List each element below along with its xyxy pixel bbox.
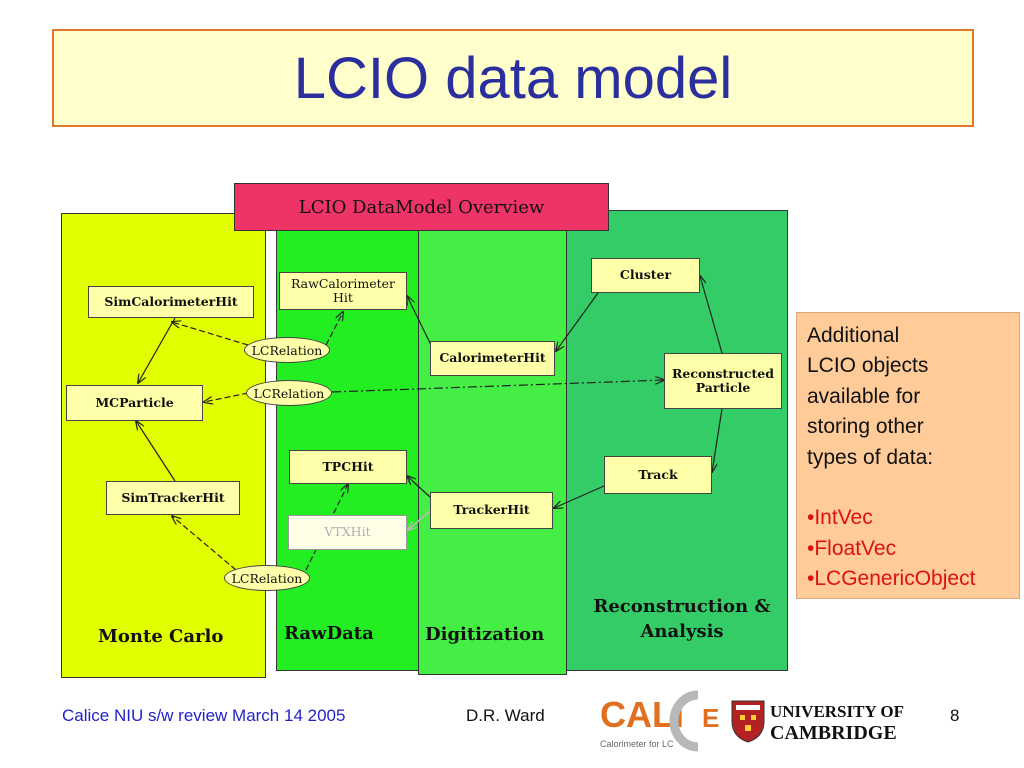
- label-reconstruction-line2: Analysis: [640, 621, 724, 643]
- node-vtx-hit: VTXHit: [288, 515, 407, 550]
- info-line: storing other: [807, 415, 924, 439]
- calice-logo: CALI E Calorimeter for LC: [600, 690, 719, 752]
- arrow-trackerhit-to-vtxhit: [408, 510, 431, 530]
- digitization-column: [418, 226, 567, 675]
- relation-line-simcalo: [172, 322, 249, 346]
- footer-author: D.R. Ward: [466, 706, 545, 725]
- node-track: Track: [604, 456, 712, 494]
- svg-text:CAMBRIDGE: CAMBRIDGE: [770, 722, 897, 743]
- node-reconstructed-particle: Reconstructed Particle: [664, 353, 782, 409]
- info-item-intvec: •IntVec: [807, 506, 873, 530]
- relation-line-simtracker: [172, 516, 237, 571]
- reconstructed-particle-line1: Reconstructed: [672, 365, 774, 381]
- relation-line-mcparticle: [204, 392, 249, 402]
- arrow-simcalo-to-mcparticle: [138, 317, 176, 383]
- reconstructed-particle-line2: Particle: [695, 380, 751, 395]
- raw-calorimeter-hit-line2: Hit: [333, 290, 353, 305]
- relation-line-rawcalo: [325, 312, 343, 346]
- node-tracker-hit: TrackerHit: [430, 492, 553, 529]
- svg-text:E: E: [702, 703, 719, 733]
- node-calorimeter-hit: CalorimeterHit: [430, 341, 555, 376]
- svg-text:UNIVERSITY OF: UNIVERSITY OF: [770, 702, 904, 721]
- arrow-simtracker-to-mcparticle: [136, 421, 176, 482]
- info-item-lcgenericobject: •LCGenericObject: [807, 567, 976, 591]
- label-reconstruction: Reconstruction & Analysis: [579, 594, 785, 644]
- node-mc-particle: MCParticle: [66, 385, 203, 421]
- page-number: 8: [950, 706, 960, 725]
- relation-line-recoparticle: [331, 380, 664, 393]
- arrow-trackerhit-to-tpchit: [407, 476, 431, 498]
- info-line: types of data:: [807, 445, 934, 469]
- info-line: LCIO objects: [807, 354, 929, 378]
- info-line: available for: [807, 384, 921, 408]
- arrow-track-to-trackerhit: [554, 485, 605, 508]
- slide-title-box: LCIO data model: [52, 29, 974, 127]
- node-sim-tracker-hit: SimTrackerHit: [106, 481, 240, 515]
- node-raw-calorimeter-hit: RawCalorimeter Hit: [279, 272, 407, 310]
- arrow-cluster-to-calohit: [556, 292, 599, 351]
- label-reconstruction-line1: Reconstruction &: [593, 596, 771, 617]
- cambridge-logo: UNIVERSITY OF CAMBRIDGE: [731, 700, 904, 743]
- slide-title: LCIO data model: [293, 45, 733, 111]
- arrow-recoparticle-to-cluster: [700, 276, 723, 354]
- label-digitization: Digitization: [425, 624, 545, 645]
- svg-text:CALI: CALI: [600, 694, 684, 735]
- node-sim-calorimeter-hit: SimCalorimeterHit: [88, 286, 254, 318]
- info-spacer: [807, 473, 1011, 503]
- lcrelation-tracker: LCRelation: [224, 565, 310, 591]
- arrow-calohit-to-rawcalo: [407, 296, 433, 348]
- info-item-floatvec: •FloatVec: [807, 536, 897, 560]
- arrow-recoparticle-to-track: [712, 408, 723, 472]
- node-tpc-hit: TPCHit: [289, 450, 407, 484]
- lcrelation-particle: LCRelation: [246, 380, 332, 406]
- diagram-header: LCIO DataModel Overview: [234, 183, 609, 231]
- raw-calorimeter-hit-line1: RawCalorimeter: [290, 275, 395, 291]
- svg-text:Calorimeter for LC: Calorimeter for LC: [600, 739, 674, 749]
- footer-event-text: Calice NIU s/w review March 14 2005: [62, 706, 346, 725]
- info-line: Additional: [807, 324, 900, 347]
- info-box: Additional LCIO objects available for st…: [796, 312, 1020, 599]
- label-raw-data: RawData: [284, 623, 374, 644]
- lcrelation-calo: LCRelation: [244, 337, 330, 363]
- node-cluster: Cluster: [591, 258, 700, 293]
- label-monte-carlo: Monte Carlo: [98, 626, 224, 647]
